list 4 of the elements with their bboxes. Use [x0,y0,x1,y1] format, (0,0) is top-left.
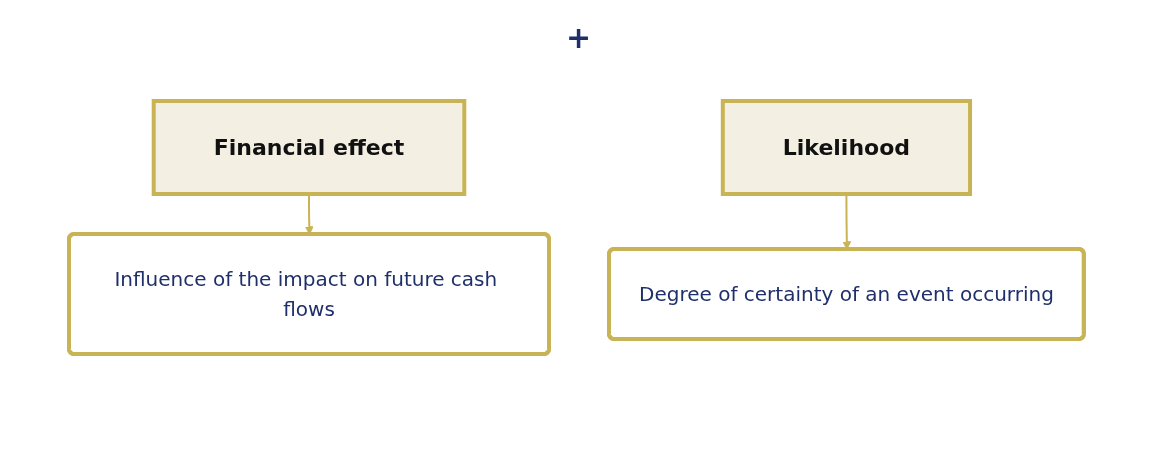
node-text: Influence of the impact on future cash flows [114,266,498,321]
node-box: Likelihood [720,98,973,196]
node-box: Financial effect [151,98,467,196]
plus-sign: + [566,20,592,55]
